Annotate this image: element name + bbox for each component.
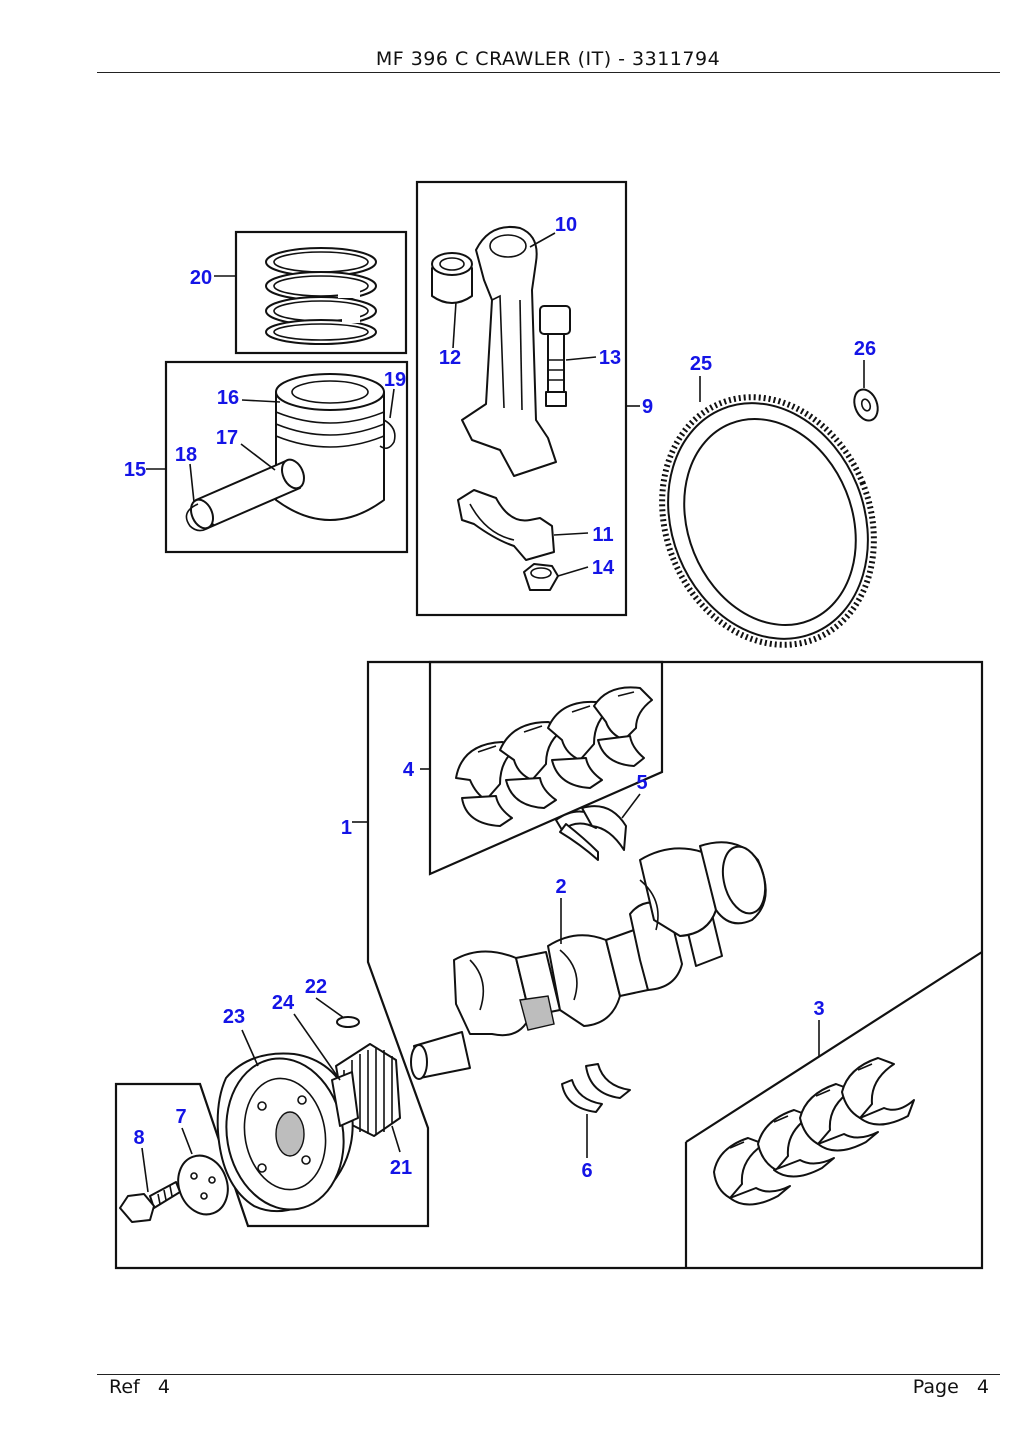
page-indicator: Page 4 — [913, 1376, 989, 1398]
callout-10: 10 — [555, 214, 577, 236]
callout-14: 14 — [592, 557, 615, 579]
footer-divider — [97, 1374, 1000, 1375]
callout-19: 19 — [384, 369, 406, 391]
page-title: MF 396 C CRAWLER (IT) - 3311794 — [375, 48, 721, 70]
lower-thrust-washers-drawing — [561, 1063, 631, 1113]
callout-25: 25 — [690, 353, 712, 375]
ref-value: 4 — [157, 1376, 170, 1398]
pulley-and-gear-drawing — [216, 1016, 401, 1213]
callout-13: 13 — [599, 347, 621, 369]
ref-indicator: Ref 4 — [109, 1376, 170, 1398]
connecting-rod-frame — [415, 180, 628, 617]
callout-1: 1 — [341, 817, 352, 839]
ref-label: Ref — [109, 1376, 140, 1398]
crankshaft-drawing — [410, 841, 767, 1080]
header-divider — [97, 72, 1000, 73]
callout-8: 8 — [133, 1127, 144, 1149]
page-label: Page — [912, 1376, 959, 1398]
callout-26: 26 — [854, 338, 876, 360]
upper-main-bearings-drawing — [455, 686, 653, 827]
connecting-rod-drawing — [431, 226, 571, 591]
callout-7: 7 — [175, 1106, 186, 1128]
piston-drawing — [185, 373, 396, 532]
callout-20: 20 — [190, 267, 212, 289]
callout-18: 18 — [175, 444, 197, 466]
callout-11: 11 — [592, 524, 613, 546]
washer-drawing — [853, 388, 879, 422]
callout-22: 22 — [305, 976, 327, 998]
callout-3: 3 — [813, 998, 824, 1020]
callout-15: 15 — [124, 459, 146, 481]
callout-4: 4 — [403, 759, 415, 781]
lower-main-bearings-drawing — [713, 1057, 915, 1206]
piston-rings-drawing — [265, 247, 377, 345]
callout-5: 5 — [636, 772, 647, 794]
callout-16: 16 — [217, 387, 239, 409]
callout-12: 12 — [439, 347, 461, 369]
piston-rings-frame — [234, 230, 408, 355]
page-number: 4 — [976, 1376, 989, 1398]
callout-21: 21 — [390, 1157, 412, 1179]
upper-bearings-frame — [428, 660, 664, 876]
lower-bearings-frame — [684, 951, 983, 1268]
callout-17: 17 — [216, 427, 238, 449]
crankshaft-group-frame — [114, 660, 984, 1270]
callout-9: 9 — [642, 396, 653, 418]
piston-assembly-frame — [164, 360, 409, 554]
upper-thrust-washers-drawing — [555, 805, 627, 861]
callout-2: 2 — [555, 876, 566, 898]
pulley-bolt-drawing — [119, 1154, 229, 1223]
callout-6: 6 — [581, 1160, 592, 1182]
callout-23: 23 — [223, 1006, 245, 1028]
ring-gear-drawing — [659, 394, 877, 648]
callout-24: 24 — [272, 992, 295, 1014]
